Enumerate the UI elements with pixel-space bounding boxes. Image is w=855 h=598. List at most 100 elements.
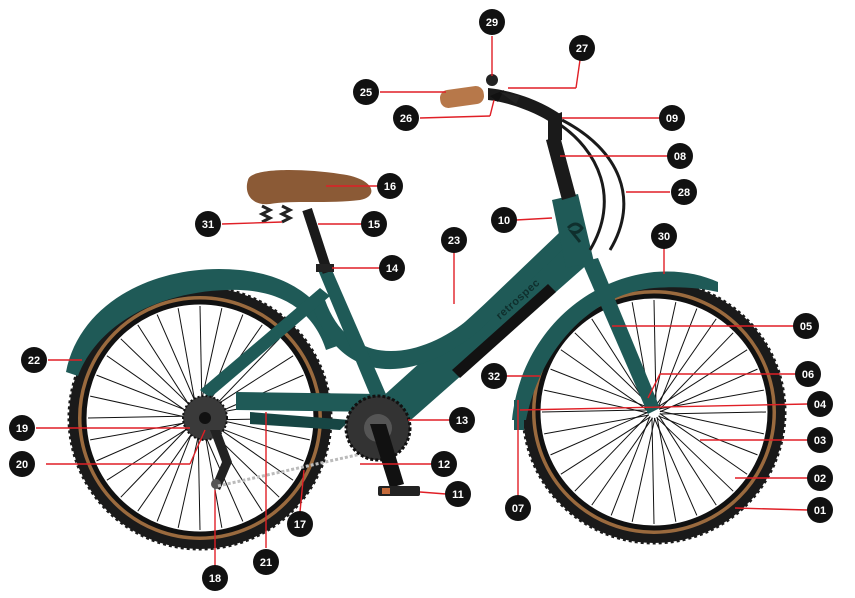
callout-06: 06 (795, 361, 821, 387)
spoke (652, 418, 654, 524)
spoke (88, 416, 194, 418)
spoke (654, 418, 697, 515)
callout-line-11 (420, 492, 446, 494)
callout-number: 03 (814, 435, 826, 447)
callout-13: 13 (449, 407, 475, 433)
callout-number: 10 (498, 215, 510, 227)
callout-number: 06 (802, 369, 814, 381)
spoke (107, 356, 194, 417)
callout-number: 17 (294, 519, 306, 531)
callout-number: 18 (209, 573, 221, 585)
callout-number: 13 (456, 415, 468, 427)
callout-number: 11 (452, 489, 464, 501)
callout-number: 20 (16, 459, 28, 471)
stem (546, 136, 576, 200)
callout-number: 25 (360, 87, 372, 99)
callout-number: 12 (438, 459, 450, 471)
callout-01: 01 (807, 497, 833, 523)
callout-10: 10 (491, 207, 517, 233)
callout-line-26b (490, 100, 494, 116)
callout-19: 19 (9, 415, 35, 441)
spoke (658, 350, 748, 407)
spoke (660, 413, 747, 474)
rear-valve (191, 510, 195, 514)
callout-17: 17 (287, 511, 313, 537)
callout-line-01 (735, 508, 808, 510)
callout-20: 20 (9, 451, 35, 477)
callout-number: 07 (512, 503, 524, 515)
callout-12: 12 (431, 451, 457, 477)
spoke (97, 418, 194, 461)
spoke (660, 412, 766, 414)
front-rim (538, 296, 770, 528)
callout-31: 31 (195, 211, 221, 237)
derailleur-pulley (211, 479, 221, 489)
callout-26: 26 (393, 105, 419, 131)
callout-15: 15 (361, 211, 387, 237)
rear-hub (199, 412, 211, 424)
spoke (592, 418, 653, 505)
callout-number: 05 (800, 321, 812, 333)
callout-21: 21 (253, 549, 279, 575)
spoke (138, 325, 195, 415)
spoke (654, 300, 656, 406)
callout-number: 21 (260, 557, 272, 569)
callout-number: 09 (666, 113, 678, 125)
callout-number: 04 (814, 399, 827, 411)
callout-number: 19 (16, 423, 28, 435)
chainstay-lower (250, 412, 350, 430)
saddle-springs (262, 206, 290, 222)
callout-27: 27 (569, 35, 595, 61)
callout-08: 08 (667, 143, 693, 169)
spoke (138, 424, 199, 511)
callout-29: 29 (479, 9, 505, 35)
callout-number: 28 (678, 187, 690, 199)
callout-number: 31 (202, 219, 214, 231)
spoke (551, 412, 648, 455)
callout-16: 16 (377, 173, 403, 199)
callout-number: 27 (576, 43, 588, 55)
pedal-reflector (382, 488, 390, 494)
callout-line-26 (420, 116, 490, 118)
spoke (107, 423, 197, 480)
spoke (655, 319, 716, 406)
fender-bracket (514, 400, 524, 430)
callout-03: 03 (807, 427, 833, 453)
spoke (659, 416, 716, 506)
callout-number: 14 (386, 263, 399, 275)
callout-number: 23 (448, 235, 460, 247)
callout-number: 22 (28, 355, 40, 367)
callout-30: 30 (651, 223, 677, 249)
callout-04: 04 (807, 391, 833, 417)
callout-number: 16 (384, 181, 396, 193)
callout-02: 02 (807, 465, 833, 491)
callout-line-31 (222, 222, 282, 224)
callout-32: 32 (481, 363, 507, 389)
callout-14: 14 (379, 255, 405, 281)
spoke (542, 410, 648, 412)
callout-09: 09 (659, 105, 685, 131)
front-spokes (542, 300, 766, 524)
spoke (561, 417, 651, 474)
callout-number: 08 (674, 151, 686, 163)
callout-05: 05 (793, 313, 819, 339)
callout-number: 32 (488, 371, 500, 383)
callout-number: 15 (368, 219, 380, 231)
callout-25: 25 (353, 79, 379, 105)
callout-number: 30 (658, 231, 670, 243)
front-valve (656, 512, 660, 516)
callout-line-10 (516, 218, 552, 220)
callout-18: 18 (202, 565, 228, 591)
callout-23: 23 (441, 227, 467, 253)
grip (439, 85, 485, 109)
callout-number: 26 (400, 113, 412, 125)
seat-clamp (316, 264, 334, 272)
callout-07: 07 (505, 495, 531, 521)
spoke (157, 315, 200, 412)
cockpit (439, 74, 624, 250)
callout-number: 29 (486, 17, 498, 29)
saddle (247, 170, 372, 204)
callout-number: 01 (814, 505, 826, 517)
callout-line-27b (576, 60, 580, 88)
